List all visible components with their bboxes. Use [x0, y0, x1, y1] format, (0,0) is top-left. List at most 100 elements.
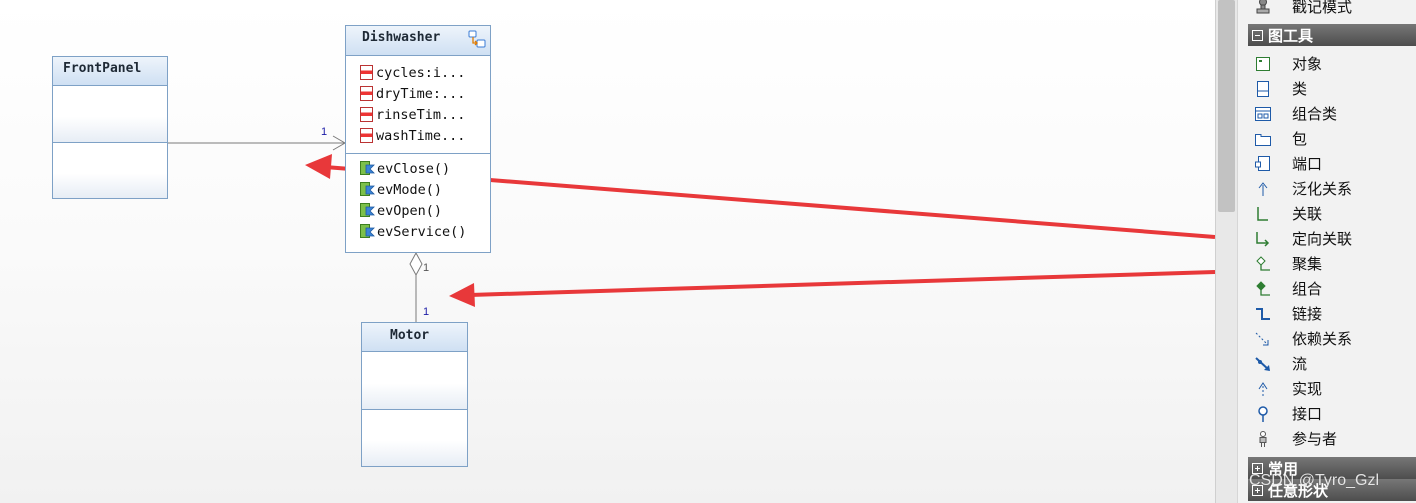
class-name: Motor [362, 323, 467, 352]
attribute-icon [360, 128, 373, 143]
toolbox-item-label: 流 [1292, 355, 1308, 373]
attribute-icon [360, 107, 373, 122]
toolbox-item-link[interactable]: 链接 [1248, 301, 1416, 326]
toolbox-item-generalization[interactable]: 泛化关系 [1248, 176, 1416, 201]
interface-icon [1258, 405, 1268, 422]
toolbox-item-label: 依赖关系 [1292, 330, 1353, 348]
toolbox-item-dependency[interactable]: 依赖关系 [1248, 326, 1416, 351]
expand-icon[interactable] [1252, 462, 1263, 474]
scrollbar-thumb[interactable] [1218, 0, 1235, 212]
operation-label: evService() [377, 223, 467, 240]
class-frontpanel[interactable]: FrontPanel [52, 56, 168, 199]
watermark: CSDN @Tyro_Gzl [1249, 472, 1380, 489]
toolbox-item-actor[interactable]: 参与者 [1248, 426, 1416, 451]
statechart-icon[interactable] [468, 30, 486, 48]
attributes-compartment [362, 352, 467, 410]
multiplicity-label[interactable]: 1 [423, 306, 430, 318]
toolbox-item-label: 聚集 [1292, 255, 1323, 273]
class-dishwasher[interactable]: Dishwasher cycles:i... dryTime:... [345, 25, 491, 253]
toolbox-item-label: 链接 [1292, 305, 1323, 323]
toolbox-panel: 戳记模式 图工具 对象 类 [1237, 0, 1416, 503]
toolbox-item-directed-association[interactable]: 定向关联 [1248, 226, 1416, 251]
toolbox-item-composite-class[interactable]: 组合类 [1248, 101, 1416, 126]
toolbox-item-interface[interactable]: 接口 [1248, 401, 1416, 426]
attribute-item[interactable]: dryTime:... [346, 83, 490, 104]
toolbox-item-label: 接口 [1292, 405, 1323, 423]
realization-icon [1258, 381, 1268, 397]
diagram-canvas[interactable]: FrontPanel Dishwasher cycles:i... [0, 0, 1215, 503]
toolbox-item-realization[interactable]: 实现 [1248, 376, 1416, 401]
toolbox-item-label: 组合类 [1292, 105, 1338, 123]
expand-icon[interactable] [1252, 484, 1263, 496]
toolbox-item-label: 对象 [1292, 55, 1323, 73]
multiplicity-label[interactable]: 1 [321, 126, 328, 138]
class-motor[interactable]: Motor [361, 322, 468, 467]
attribute-label: cycles:i... [376, 64, 466, 81]
toolbox-item-label: 泛化关系 [1292, 180, 1353, 198]
toolbox-item-label: 定向关联 [1292, 230, 1353, 248]
actor-icon [1259, 430, 1267, 447]
operation-label: evOpen() [377, 202, 443, 219]
toolbox-item-association[interactable]: 关联 [1248, 201, 1416, 226]
flow-icon [1255, 356, 1270, 371]
operation-item[interactable]: evOpen() [346, 200, 490, 221]
operations-compartment [362, 410, 467, 466]
toolbox-item-object[interactable]: 对象 [1248, 51, 1416, 76]
attribute-label: rinseTim... [376, 106, 466, 123]
operation-item[interactable]: evService() [346, 221, 490, 242]
attribute-icon [360, 86, 373, 101]
class-header: Dishwasher [346, 26, 490, 56]
port-icon [1255, 155, 1270, 171]
vertical-scrollbar[interactable] [1215, 0, 1237, 503]
section-common[interactable]: 常用 [1248, 457, 1416, 479]
annotation-arrow [449, 270, 1215, 307]
association-icon [1257, 206, 1268, 221]
attribute-icon [360, 65, 373, 80]
attributes-compartment: cycles:i... dryTime:... rinseTim... wash… [346, 56, 490, 154]
directed-association-icon [1256, 231, 1270, 247]
attribute-item[interactable]: cycles:i... [346, 62, 490, 83]
operation-icon [360, 161, 375, 175]
toolbox-item-stamp-mode[interactable]: 戳记模式 [1238, 0, 1416, 17]
link-icon [1256, 307, 1270, 320]
toolbox-item-aggregation[interactable]: 聚集 [1248, 251, 1416, 276]
generalization-icon [1258, 181, 1268, 196]
stamp-icon [1256, 0, 1270, 14]
class-name: Dishwasher [362, 30, 441, 45]
toolbox-item-class[interactable]: 类 [1248, 76, 1416, 101]
operation-icon [360, 224, 375, 238]
attribute-item[interactable]: rinseTim... [346, 104, 490, 125]
directed-association-connector[interactable] [168, 135, 346, 151]
operation-item[interactable]: evClose() [346, 158, 490, 179]
class-name: FrontPanel [53, 57, 167, 86]
toolbox-item-label: 参与者 [1292, 430, 1338, 448]
toolbox-item-label: 端口 [1292, 155, 1323, 173]
dependency-icon [1255, 332, 1269, 345]
toolbox-item-port[interactable]: 端口 [1248, 151, 1416, 176]
attributes-compartment [53, 86, 167, 143]
attribute-label: dryTime:... [376, 85, 466, 102]
operation-item[interactable]: evMode() [346, 179, 490, 200]
composition-icon [1256, 280, 1270, 296]
toolbox-item-flow[interactable]: 流 [1248, 351, 1416, 376]
operation-label: evMode() [377, 181, 443, 198]
toolbox-item-label: 包 [1292, 130, 1308, 148]
collapse-icon[interactable] [1252, 29, 1263, 41]
attribute-item[interactable]: washTime... [346, 125, 490, 146]
toolbox-item-package[interactable]: 包 [1248, 126, 1416, 151]
attribute-label: washTime... [376, 127, 466, 144]
aggregation-connector[interactable] [409, 251, 423, 322]
class-icon [1257, 80, 1269, 97]
connector-layer [168, 135, 1215, 322]
toolbox-item-label: 实现 [1292, 380, 1323, 398]
section-diagram-tools[interactable]: 图工具 [1248, 24, 1416, 46]
section-freeform[interactable]: 任意形状 [1248, 479, 1416, 501]
operation-icon [360, 182, 375, 196]
operations-compartment: evClose() evMode() evOpen() [346, 154, 490, 252]
toolbox-item-composition[interactable]: 组合 [1248, 276, 1416, 301]
multiplicity-label[interactable]: 1 [423, 262, 430, 274]
package-icon [1255, 133, 1271, 146]
aggregation-icon [1256, 255, 1270, 271]
toolbox-item-label: 关联 [1292, 205, 1323, 223]
operation-icon [360, 203, 375, 217]
